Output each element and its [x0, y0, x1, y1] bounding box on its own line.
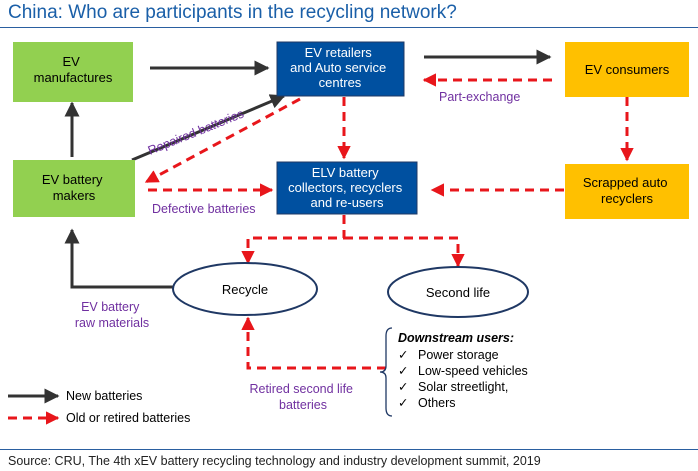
- legend-new-label: New batteries: [66, 389, 142, 403]
- node-recycle-ellipse: [172, 262, 318, 316]
- node-ev-consumers-box: [565, 42, 689, 97]
- legend-old-label: Old or retired batteries: [66, 411, 190, 425]
- downstream-check-4: ✓: [398, 396, 408, 410]
- label-defective-batteries: Defective batteries: [152, 202, 256, 216]
- downstream-check-1: ✓: [398, 348, 408, 362]
- node-ev-consumers-label: EV consumers: [585, 62, 670, 77]
- arrow-makers-to-retailers: [131, 94, 286, 162]
- label-part-exchange: Part-exchange: [439, 90, 520, 104]
- svg-text:EV manufactures: EV manufactures: [34, 54, 113, 85]
- downstream-brace: [379, 327, 393, 417]
- node-ev-battery-makers-line2: makers: [53, 188, 96, 203]
- source-divider: [0, 449, 698, 450]
- node-elv-collectors-line1: ELV battery: [312, 165, 379, 180]
- node-scrapped-recyclers-line2: recyclers: [601, 191, 654, 206]
- label-retired-line1: Retired second life: [249, 382, 353, 396]
- node-ev-battery-makers-line1: EV battery: [42, 172, 103, 187]
- title-divider: [0, 27, 698, 28]
- svg-text:EV battery raw materials: EV battery raw materials: [75, 300, 149, 330]
- svg-text:ELV battery collectors, re: ELV battery collectors, recyclers and re…: [288, 165, 406, 210]
- node-second-life-label: Second life: [426, 285, 490, 300]
- downstream-item-2: Low-speed vehicles: [418, 364, 528, 378]
- node-ev-retailers-line1: EV retailers: [305, 45, 373, 60]
- downstream-item-1: Power storage: [418, 348, 499, 362]
- arrow-collectors-to-secondlife-dashed: [344, 236, 465, 268]
- downstream-check-3: ✓: [398, 380, 408, 394]
- node-ev-manufactures-line2: manufactures: [34, 70, 113, 85]
- node-ev-manufactures-line1: EV: [63, 54, 81, 69]
- node-ev-retailers-box: [276, 41, 405, 97]
- arrow-collectors-split-dashed: [241, 215, 346, 265]
- node-ev-manufactures-box: [13, 42, 133, 102]
- node-elv-collectors-line3: and re-users: [311, 195, 384, 210]
- arrow-retired-to-recycle-dashed: [241, 316, 386, 370]
- downstream-heading: Downstream users:: [398, 331, 514, 345]
- svg-text:EV retailers and Auto serv: EV retailers and Auto service centres: [290, 45, 390, 90]
- node-ev-battery-makers-box: [13, 160, 135, 217]
- node-scrapped-recyclers-line1: Scrapped auto: [583, 175, 668, 190]
- downstream-check-2: ✓: [398, 364, 408, 378]
- svg-text:Scrapped auto recyclers: Scrapped auto recyclers: [583, 175, 671, 206]
- label-raw-materials-line2: raw materials: [75, 316, 149, 330]
- node-scrapped-recyclers-box: [565, 164, 689, 219]
- svg-text:Retired second life batter: Retired second life batteries: [249, 382, 356, 412]
- label-raw-materials-line1: EV battery: [81, 300, 140, 314]
- node-recycle-label: Recycle: [222, 282, 268, 297]
- node-ev-retailers-line2: and Auto service: [290, 60, 386, 75]
- svg-text:EV battery makers: EV battery makers: [42, 172, 106, 203]
- node-elv-collectors-line2: collectors, recyclers: [288, 180, 403, 195]
- source-note: Source: CRU, The 4th xEV battery recycli…: [8, 454, 541, 468]
- node-ev-retailers-line3: centres: [319, 75, 362, 90]
- downstream-item-3: Solar streetlight,: [418, 380, 508, 394]
- node-elv-collectors-box: [276, 161, 418, 215]
- arrow-recycle-to-makers: [64, 228, 174, 289]
- label-repaired-batteries: Repaired batteries: [146, 107, 246, 158]
- page-title: China: Who are participants in the recyc…: [8, 2, 457, 23]
- downstream-item-4: Others: [418, 396, 456, 410]
- node-second-life-ellipse: [387, 266, 529, 318]
- label-retired-line2: batteries: [279, 398, 327, 412]
